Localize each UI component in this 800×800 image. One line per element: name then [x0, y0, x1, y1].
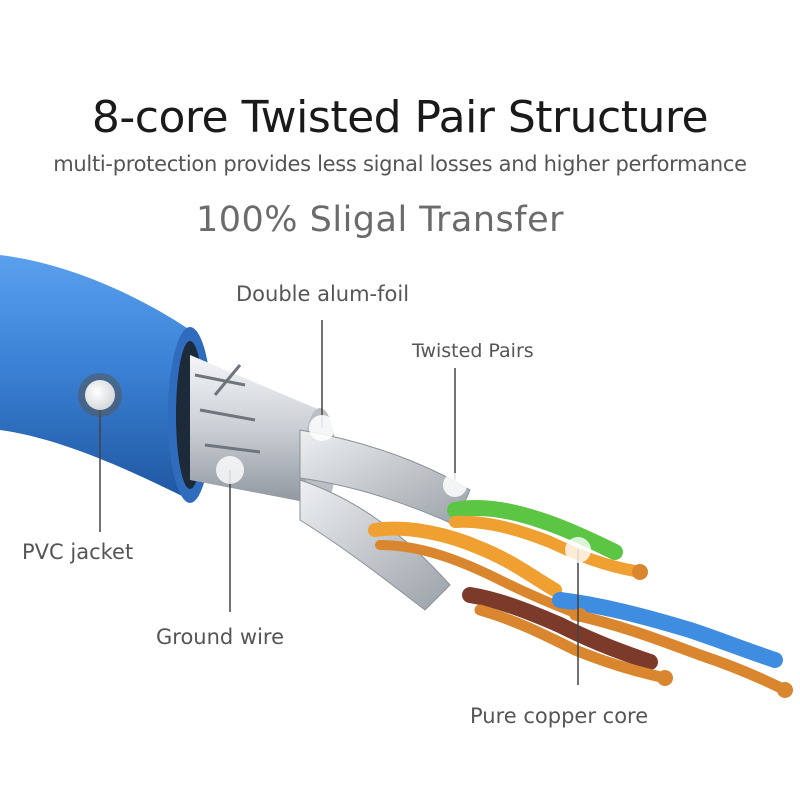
label-pure-copper-core: Pure copper core — [470, 704, 649, 728]
twisted-pairs — [368, 500, 793, 698]
marker-twisted-pairs — [443, 473, 467, 497]
page-title: 8-core Twisted Pair Structure — [91, 92, 709, 143]
tagline: 100% Sligal Transfer — [195, 200, 565, 240]
label-double-alum-foil: Double alum-foil — [236, 282, 410, 306]
marker-copper-core — [565, 537, 591, 563]
marker-alum-foil — [309, 415, 335, 441]
callout-markers — [78, 373, 591, 563]
page-subtitle: multi-protection provides less signal lo… — [53, 152, 747, 176]
label-ground-wire: Ground wire — [156, 625, 285, 649]
marker-ground-wire — [216, 456, 244, 484]
callout-lines — [99, 320, 579, 685]
label-twisted-pairs: Twisted Pairs — [412, 340, 534, 362]
label-pvc-jacket: PVC jacket — [22, 540, 134, 564]
